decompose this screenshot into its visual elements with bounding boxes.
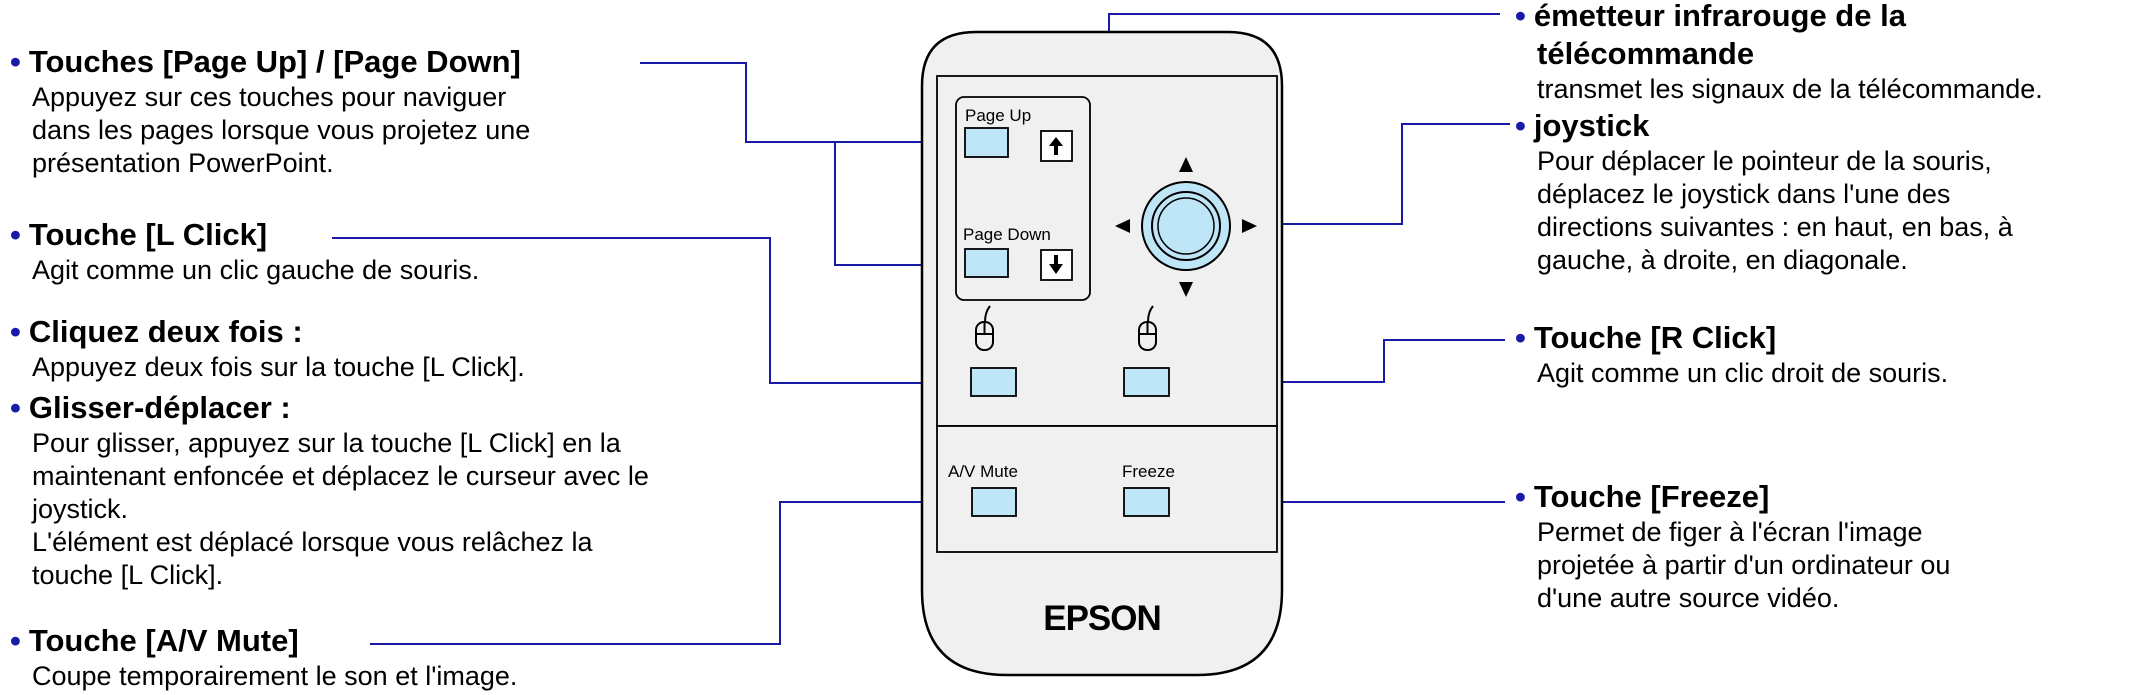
desc-line: L'élément est déplacé lorsque vous relâc… (32, 526, 593, 557)
av-mute-button[interactable] (971, 487, 1017, 517)
callout-ir-emitter: •émetteur infrarouge de la télécommande … (1515, 0, 2043, 106)
joystick[interactable] (1141, 181, 1231, 271)
callout-description: Appuyez sur ces touches pour naviguer da… (10, 81, 530, 180)
freeze-button[interactable] (1123, 487, 1170, 517)
mouse-icon-right (1138, 305, 1157, 351)
bullet-icon: • (10, 390, 21, 425)
callout-page-keys: •Touches [Page Up] / [Page Down] Appuyez… (10, 43, 530, 180)
joystick-left-arrow-icon (1115, 219, 1130, 233)
callout-drag: •Glisser-déplacer : Pour glisser, appuye… (10, 389, 649, 592)
desc-line: gauche, à droite, en diagonale. (1537, 244, 1908, 275)
bullet-icon: • (1515, 320, 1526, 355)
av-mute-label: A/V Mute (948, 462, 1018, 481)
arrow-up-icon (1049, 137, 1063, 155)
joystick-up-arrow-icon (1179, 157, 1193, 172)
desc-line: touche [L Click]. (32, 559, 224, 590)
callout-double-click: •Cliquez deux fois : Appuyez deux fois s… (10, 313, 525, 384)
bullet-icon: • (1515, 0, 1526, 33)
desc-line: Appuyez deux fois sur la touche [L Click… (32, 351, 525, 382)
connector-ir (1108, 13, 1500, 32)
bullet-icon: • (10, 217, 21, 252)
joystick-right-arrow-icon (1242, 219, 1257, 233)
page-up-button[interactable] (964, 127, 1009, 158)
callout-description: Pour glisser, appuyez sur la touche [L C… (10, 427, 649, 592)
desc-line: maintenant enfoncée et déplacez le curse… (32, 460, 649, 491)
freeze-label: Freeze (1122, 462, 1175, 481)
bullet-icon: • (1515, 108, 1526, 143)
callout-joystick: •joystick Pour déplacer le pointeur de l… (1515, 107, 2013, 277)
desc-line: Agit comme un clic gauche de souris. (32, 254, 480, 285)
bullet-icon: • (10, 623, 21, 658)
callout-title-continued: télécommande (1537, 35, 1755, 71)
callout-description: Coupe temporairement le son et l'image. (10, 660, 517, 693)
desc-line: Appuyez sur ces touches pour naviguer (32, 81, 507, 112)
callout-description: Pour déplacer le pointeur de la souris, … (1515, 145, 2013, 277)
desc-line: dans les pages lorsque vous projetez une (32, 114, 531, 145)
desc-line: Pour déplacer le pointeur de la souris, (1537, 145, 1992, 176)
callout-title: •Touche [L Click] (10, 217, 268, 252)
bullet-icon: • (1515, 479, 1526, 514)
callout-title: •Touche [Freeze] (1515, 479, 1770, 514)
callout-description: Agit comme un clic gauche de souris. (10, 254, 479, 287)
r-click-button[interactable] (1123, 367, 1170, 397)
l-click-button[interactable] (970, 367, 1017, 397)
brand-logo: EPSON (1043, 599, 1161, 638)
joystick-down-arrow-icon (1179, 282, 1193, 297)
connector-page-keys (640, 62, 983, 266)
desc-line: Agit comme un clic droit de souris. (1537, 357, 1949, 388)
desc-line: d'une autre source vidéo. (1537, 582, 1840, 613)
desc-line: directions suivantes : en haut, en bas, … (1537, 211, 2013, 242)
callout-title: •Cliquez deux fois : (10, 314, 303, 349)
desc-line: déplacez le joystick dans l'une des (1537, 178, 1951, 209)
mouse-icon-left (975, 305, 994, 351)
desc-line: projetée à partir d'un ordinateur ou (1537, 549, 1951, 580)
callout-title: •Touches [Page Up] / [Page Down] (10, 44, 521, 79)
callout-description: transmet les signaux de la télécommande. (1515, 73, 2043, 106)
callout-description: Permet de figer à l'écran l'image projet… (1515, 516, 1950, 615)
desc-line: Coupe temporairement le son et l'image. (32, 660, 518, 691)
desc-line: Permet de figer à l'écran l'image (1537, 516, 1923, 547)
connector-av-mute (370, 501, 982, 645)
callout-title: •joystick (1515, 108, 1650, 143)
arrow-down-icon (1049, 255, 1063, 274)
callout-r-click: •Touche [R Click] Agit comme un clic dro… (1515, 319, 1948, 390)
bullet-icon: • (10, 314, 21, 349)
callout-title: •Touche [A/V Mute] (10, 623, 299, 658)
callout-description: Agit comme un clic droit de souris. (1515, 357, 1948, 390)
callout-description: Appuyez deux fois sur la touche [L Click… (10, 351, 525, 384)
desc-line: joystick. (32, 493, 129, 524)
page-down-label: Page Down (963, 225, 1051, 244)
page-up-label: Page Up (965, 106, 1031, 125)
callout-l-click: •Touche [L Click] Agit comme un clic gau… (10, 216, 479, 287)
callout-av-mute: •Touche [A/V Mute] Coupe temporairement … (10, 622, 517, 693)
desc-line: présentation PowerPoint. (32, 147, 334, 178)
connector-joystick (1205, 123, 1510, 225)
callout-title: •Touche [R Click] (1515, 320, 1777, 355)
remote-control: Page Up Page Down (920, 30, 1284, 677)
page-keys-frame (955, 96, 1091, 301)
desc-line: Pour glisser, appuyez sur la touche [L C… (32, 427, 621, 458)
callout-title: •Glisser-déplacer : (10, 390, 291, 425)
page-down-button[interactable] (964, 248, 1009, 278)
connector-l-click (332, 237, 982, 384)
callout-title: •émetteur infrarouge de la (1515, 0, 1906, 33)
bullet-icon: • (10, 44, 21, 79)
callout-freeze: •Touche [Freeze] Permet de figer à l'écr… (1515, 478, 1950, 615)
desc-line: transmet les signaux de la télécommande. (1537, 73, 2043, 104)
